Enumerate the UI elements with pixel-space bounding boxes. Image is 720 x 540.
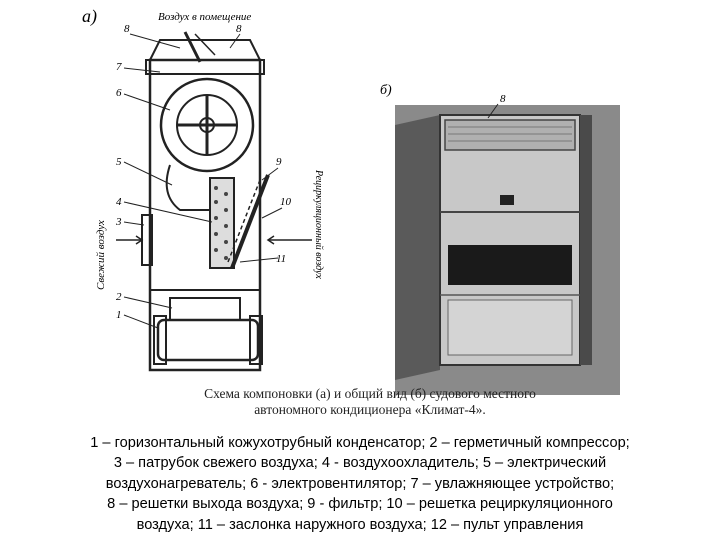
callout-10: 10 [280, 196, 292, 208]
callout-8-photo-line [487, 103, 499, 119]
top-grille-photo [444, 119, 576, 151]
callout-5: 5 [116, 156, 122, 168]
legend-line-4: 8 – решетки выхода воздуха; 9 - фильтр; … [107, 496, 613, 513]
fan-housing [159, 77, 255, 173]
callout-1: 1 [116, 309, 122, 321]
filter-mesh [227, 179, 261, 263]
figure-caption: Схема компоновки (а) и общий вид (б) суд… [150, 386, 590, 418]
top-grille [145, 59, 265, 75]
condenser-end-right [249, 315, 263, 365]
schematic-diagram-a: а) Воздух в помещение [80, 0, 350, 385]
component-legend: 1 – горизонтальный кожухотрубный конденс… [4, 433, 716, 535]
photo-svg: б) 8 [380, 83, 620, 395]
condenser [156, 318, 260, 362]
fresh-air-side-label: Свежий воздух [95, 220, 107, 290]
caption-line-2: автономного кондиционера «Климат-4». [254, 402, 486, 417]
callout-2: 2 [116, 291, 122, 303]
fresh-air-arrowhead [135, 235, 144, 245]
legend-line-2: 3 – патрубок свежего воздуха; 4 - воздух… [113, 455, 607, 472]
figure-a-label: а) [82, 6, 97, 27]
vent-damper [183, 31, 202, 63]
callout-numbers: 8 7 6 5 4 3 2 1 9 10 11 8 [115, 23, 292, 321]
caption-line-1: Схема компоновки (а) и общий вид (б) суд… [204, 386, 536, 401]
callout-8b: 8 [236, 23, 242, 35]
filter [230, 174, 270, 269]
cabinet-shadow [580, 115, 592, 365]
grille-slats [448, 126, 572, 142]
legend-line-5: воздуха; 11 – заслонка наружного воздуха… [136, 516, 584, 533]
schematic-svg: а) Воздух в помещение [82, 6, 324, 372]
callout-8-photo: 8 [500, 93, 506, 105]
callout-7: 7 [116, 61, 122, 73]
heater-duct [165, 164, 210, 211]
callout-3: 3 [115, 216, 122, 228]
air-cooler [209, 177, 235, 269]
callout-9: 9 [276, 156, 282, 168]
callout-6: 6 [116, 87, 122, 99]
figure-b-label: б) [380, 83, 392, 98]
lower-panel [447, 299, 573, 356]
recirc-air-side-label: Рециркуляционный воздух [313, 169, 324, 279]
vent-arrow [194, 33, 216, 56]
photo-general-view-b: б) 8 [370, 70, 625, 395]
callout-11: 11 [276, 253, 286, 265]
top-vent-housing [148, 39, 262, 61]
compressor [169, 297, 241, 321]
recirc-grille-photo [448, 245, 572, 285]
air-to-room-label: Воздух в помещение [158, 11, 251, 23]
callout-8a: 8 [124, 23, 130, 35]
cabinet-side [395, 115, 440, 380]
legend-line-1: 1 – горизонтальный кожухотрубный конденс… [90, 435, 630, 451]
leader-lines [123, 33, 283, 329]
air-cooler-pattern [214, 186, 228, 260]
condenser-end-left [153, 315, 167, 365]
recirc-arrowhead [266, 235, 275, 245]
legend-line-3: воздухонагреватель; 6 - электровентилято… [105, 475, 615, 492]
callout-4: 4 [116, 196, 122, 208]
control-panel [500, 195, 514, 205]
